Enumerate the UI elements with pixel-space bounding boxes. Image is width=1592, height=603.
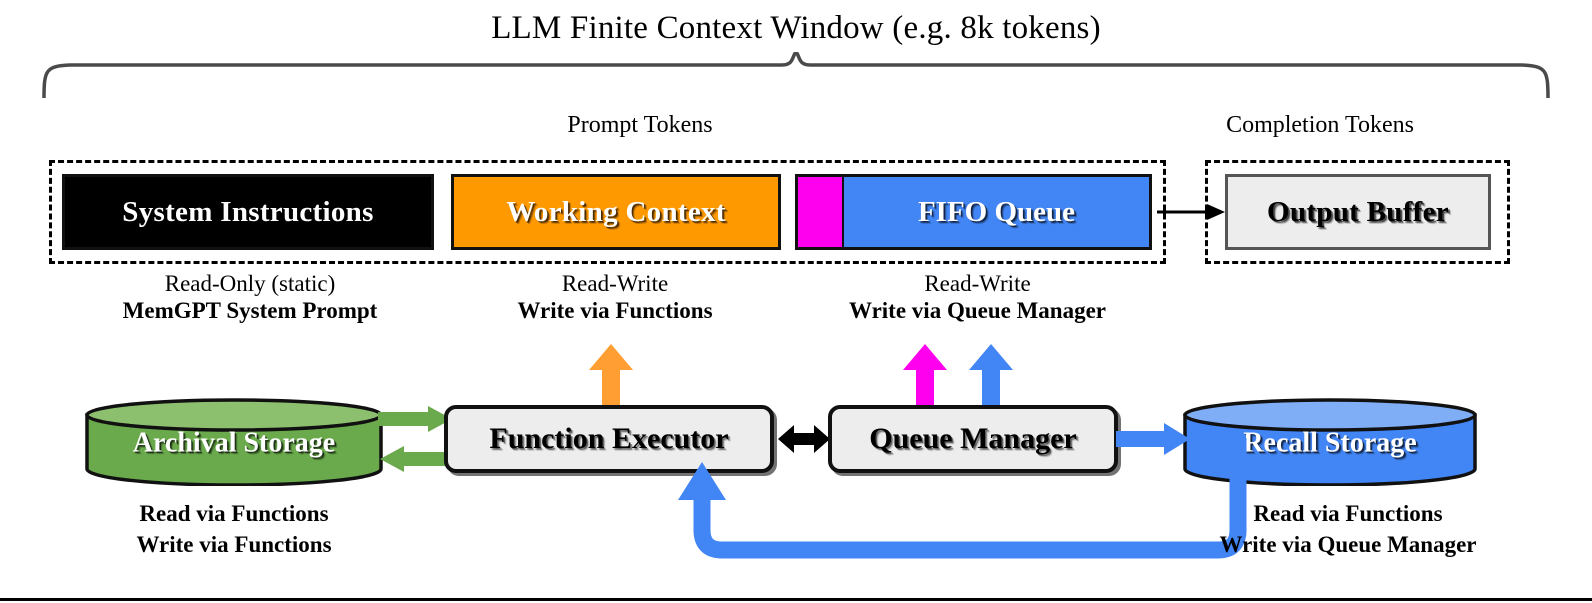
function-executor-label: Function Executor <box>489 422 729 455</box>
working-context-caption-line1: Read-Write <box>561 271 669 296</box>
system-instructions-block[interactable]: System Instructions <box>62 174 434 250</box>
completion-tokens-label: Completion Tokens <box>1226 112 1414 138</box>
prompt-tokens-label: Prompt Tokens <box>567 112 713 138</box>
working-context-block[interactable]: Working Context <box>451 174 781 250</box>
working-context-up-arrow <box>588 344 634 420</box>
archival-storage-cylinder[interactable]: Archival Storage <box>84 398 384 487</box>
context-window-brace <box>40 49 1552 100</box>
system-instructions-caption-line1: Read-Only (static) <box>164 271 336 296</box>
fifo-queue-caption: Read-Write Write via Queue Manager <box>790 270 1165 324</box>
system-instructions-caption: Read-Only (static) MemGPT System Prompt <box>55 270 445 324</box>
fifo-queue-recall-segment <box>798 177 844 247</box>
queue-manager-label: Queue Manager <box>869 422 1077 455</box>
working-context-caption: Read-Write Write via Functions <box>430 270 800 324</box>
archival-storage-caption: Read via Functions Write via Functions <box>74 498 394 560</box>
fifo-queue-caption-line1: Read-Write <box>924 271 1031 296</box>
fifo-queue-caption-line2: Write via Queue Manager <box>849 298 1106 323</box>
fifo-blue-up-arrow <box>968 344 1014 420</box>
fifo-queue-main-segment: FIFO Queue <box>844 177 1149 247</box>
recall-storage-caption: Read via Functions Write via Queue Manag… <box>1178 498 1518 560</box>
system-instructions-label: System Instructions <box>122 195 374 228</box>
working-context-caption-line2: Write via Functions <box>517 298 713 323</box>
archival-storage-caption-line2: Write via Functions <box>136 532 332 557</box>
function-executor-box[interactable]: Function Executor <box>444 405 774 473</box>
system-instructions-caption-line2: MemGPT System Prompt <box>122 298 378 323</box>
bottom-divider <box>0 598 1592 601</box>
fifo-to-output-arrow <box>1155 200 1227 224</box>
output-buffer-label: Output Buffer <box>1267 195 1449 228</box>
fifo-queue-label: FIFO Queue <box>917 195 1076 228</box>
recall-to-executor-loop-arrow <box>660 438 1260 568</box>
fifo-queue-block[interactable]: FIFO Queue <box>795 174 1152 250</box>
archival-bidirectional-arrow <box>378 406 454 472</box>
executor-queue-bidirectional-arrow <box>778 422 830 456</box>
working-context-label: Working Context <box>506 195 726 228</box>
recall-storage-caption-line2: Write via Queue Manager <box>1219 532 1477 557</box>
queue-manager-box[interactable]: Queue Manager <box>828 405 1118 473</box>
page-title: LLM Finite Context Window (e.g. 8k token… <box>491 10 1101 46</box>
queue-to-recall-arrow <box>1116 422 1190 456</box>
archival-storage-caption-line1: Read via Functions <box>139 501 329 526</box>
recall-storage-caption-line1: Read via Functions <box>1253 501 1443 526</box>
output-buffer-block[interactable]: Output Buffer <box>1225 174 1491 250</box>
fifo-magenta-up-arrow <box>902 344 948 420</box>
